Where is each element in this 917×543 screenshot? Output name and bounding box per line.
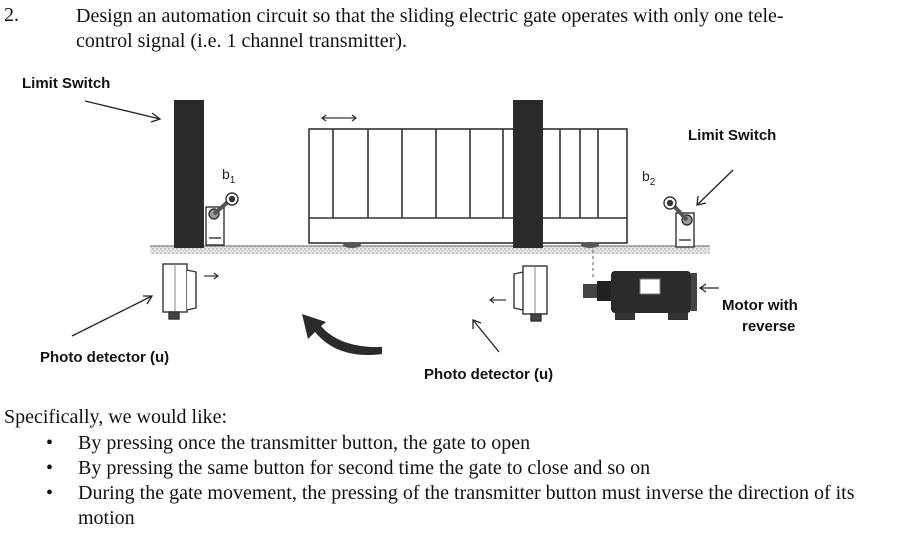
gate-diagram: Limit Switch Limit Switch Photo detector… [0,60,917,400]
gate-wheel [343,242,361,248]
left-post [174,100,204,248]
requirements-list: • By pressing once the transmitter button… [40,431,900,531]
list-item: • By pressing the same button for second … [40,456,900,481]
gate-drawing [71,100,734,356]
bullet-icon: • [46,457,54,479]
limit-switch-b2-icon [663,196,695,248]
bullet-icon: • [46,482,54,504]
ground [150,246,710,254]
bullet-icon: • [46,432,54,454]
limit-switch-b1-label: b1 [222,166,236,186]
beam-arrow-right-icon [204,272,219,280]
requirement-text: By pressing once the transmitter button,… [78,432,531,454]
photo-detector-left-label: Photo detector (u) [40,349,170,366]
motor-icon [583,271,697,320]
requirement-text: By pressing the same button for second t… [78,457,651,479]
requirement-text: During the gate movement, the pressing o… [78,482,855,529]
photo-detector-center-label: Photo detector (u) [424,366,554,383]
gate-wheel [581,242,599,248]
photo-detector-center-icon [513,265,548,322]
beam-arrow-left-icon [489,296,506,304]
motor-label-line-1: Motor with [722,297,798,314]
limit-switch-right-label: Limit Switch [688,127,777,144]
photo-detector-left-icon [162,263,197,320]
limit-switch-b2-label: b2 [642,168,656,188]
question-line-2: control signal (i.e. 1 channel transmitt… [76,30,408,52]
center-post [513,100,543,248]
list-item: • By pressing once the transmitter button… [40,431,900,456]
specification-intro: Specifically, we would like: [4,406,228,428]
callout-arrows [71,100,734,353]
list-item: • During the gate movement, the pressing … [40,481,900,531]
motion-arrow-icon [320,114,358,122]
limit-switch-left-label: Limit Switch [22,75,111,92]
motor-label-line-2: reverse [742,318,796,335]
question-text: Design an automation circuit so that the… [76,4,908,54]
question-number: 2. [4,4,19,26]
limit-switch-b1-icon [205,192,239,246]
sliding-gate [308,128,628,244]
curved-arrow-icon [302,314,382,356]
question-line-1: Design an automation circuit so that the… [76,5,784,27]
